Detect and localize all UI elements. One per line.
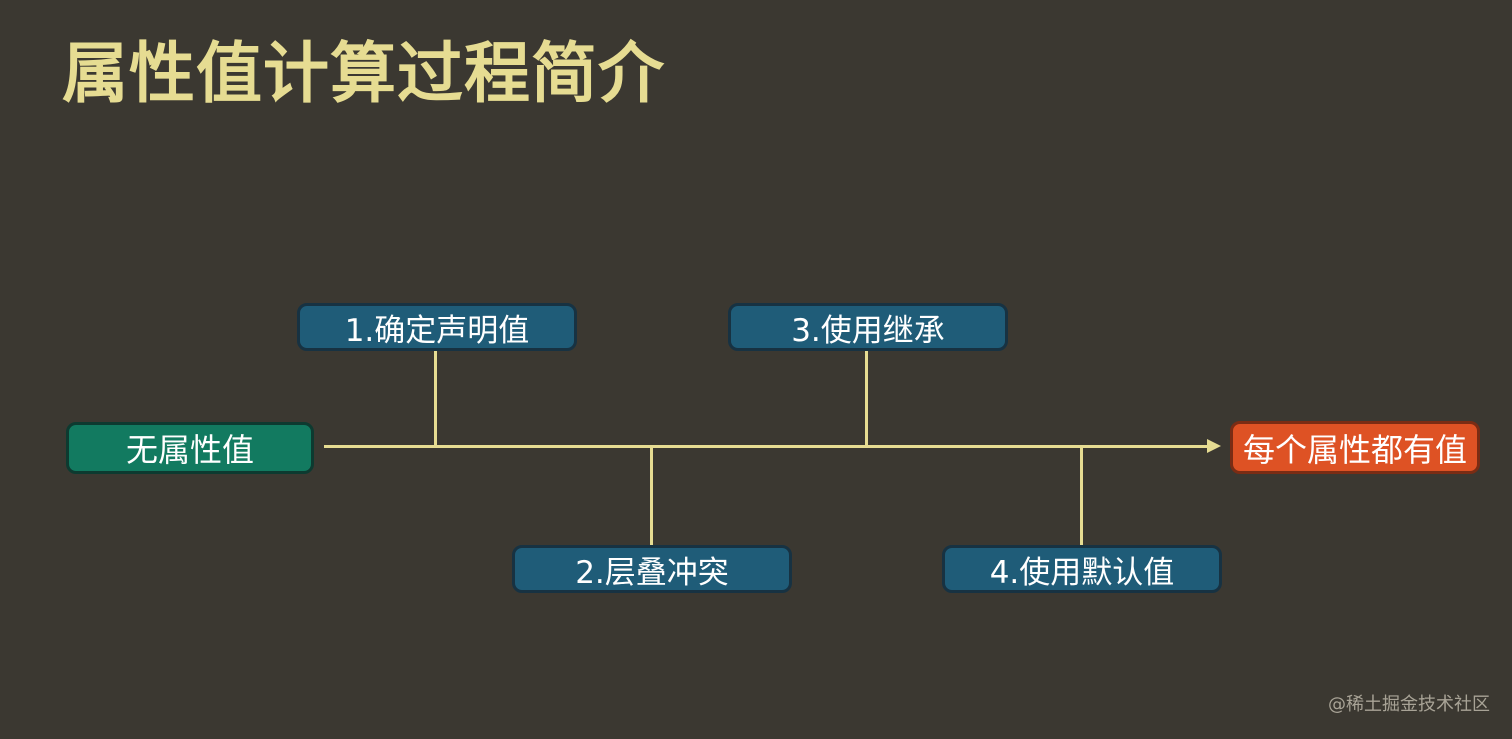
connector-step-1 xyxy=(434,350,437,446)
slide-title: 属性值计算过程简介 xyxy=(62,35,665,112)
timeline-arrowhead xyxy=(1207,439,1221,453)
watermark: @稀土掘金技术社区 xyxy=(1328,694,1490,715)
start-box: 无属性值 xyxy=(66,422,314,474)
connector-step-4 xyxy=(1080,447,1083,546)
step-box-4: 4.使用默认值 xyxy=(942,545,1222,593)
step-box-2: 2.层叠冲突 xyxy=(512,545,792,593)
connector-step-3 xyxy=(865,350,868,446)
step-box-1: 1.确定声明值 xyxy=(297,303,577,351)
timeline-line xyxy=(324,445,1210,448)
step-box-3: 3.使用继承 xyxy=(728,303,1008,351)
end-box: 每个属性都有值 xyxy=(1230,421,1480,474)
connector-step-2 xyxy=(650,447,653,546)
